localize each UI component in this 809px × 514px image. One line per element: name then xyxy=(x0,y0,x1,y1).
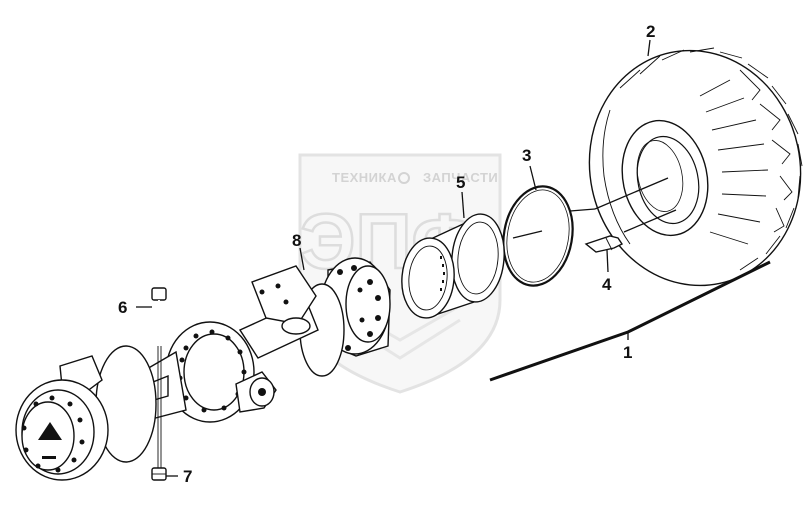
axle-housing xyxy=(15,257,391,481)
o-ring xyxy=(502,185,574,287)
nut xyxy=(151,467,167,481)
valve xyxy=(584,235,624,253)
callout-4: 4 xyxy=(602,275,612,294)
rim xyxy=(401,213,505,319)
tire xyxy=(588,47,803,287)
callout-3: 3 xyxy=(522,146,531,165)
callout-2: 2 xyxy=(646,22,655,41)
watermark-text-right: ЗАПЧАСТИ xyxy=(423,170,498,185)
callouts: 1 2 3 4 5 6 7 8 xyxy=(118,22,655,486)
callout-5: 5 xyxy=(456,173,465,192)
gear-icon xyxy=(398,172,410,184)
bolt xyxy=(151,287,167,470)
watermark-text-left: ТЕХНИКА xyxy=(332,170,397,185)
callout-7: 7 xyxy=(183,467,192,486)
callout-8: 8 xyxy=(292,231,301,250)
callout-6: 6 xyxy=(118,298,127,317)
leader-lines xyxy=(136,39,771,477)
callout-1: 1 xyxy=(623,343,632,362)
